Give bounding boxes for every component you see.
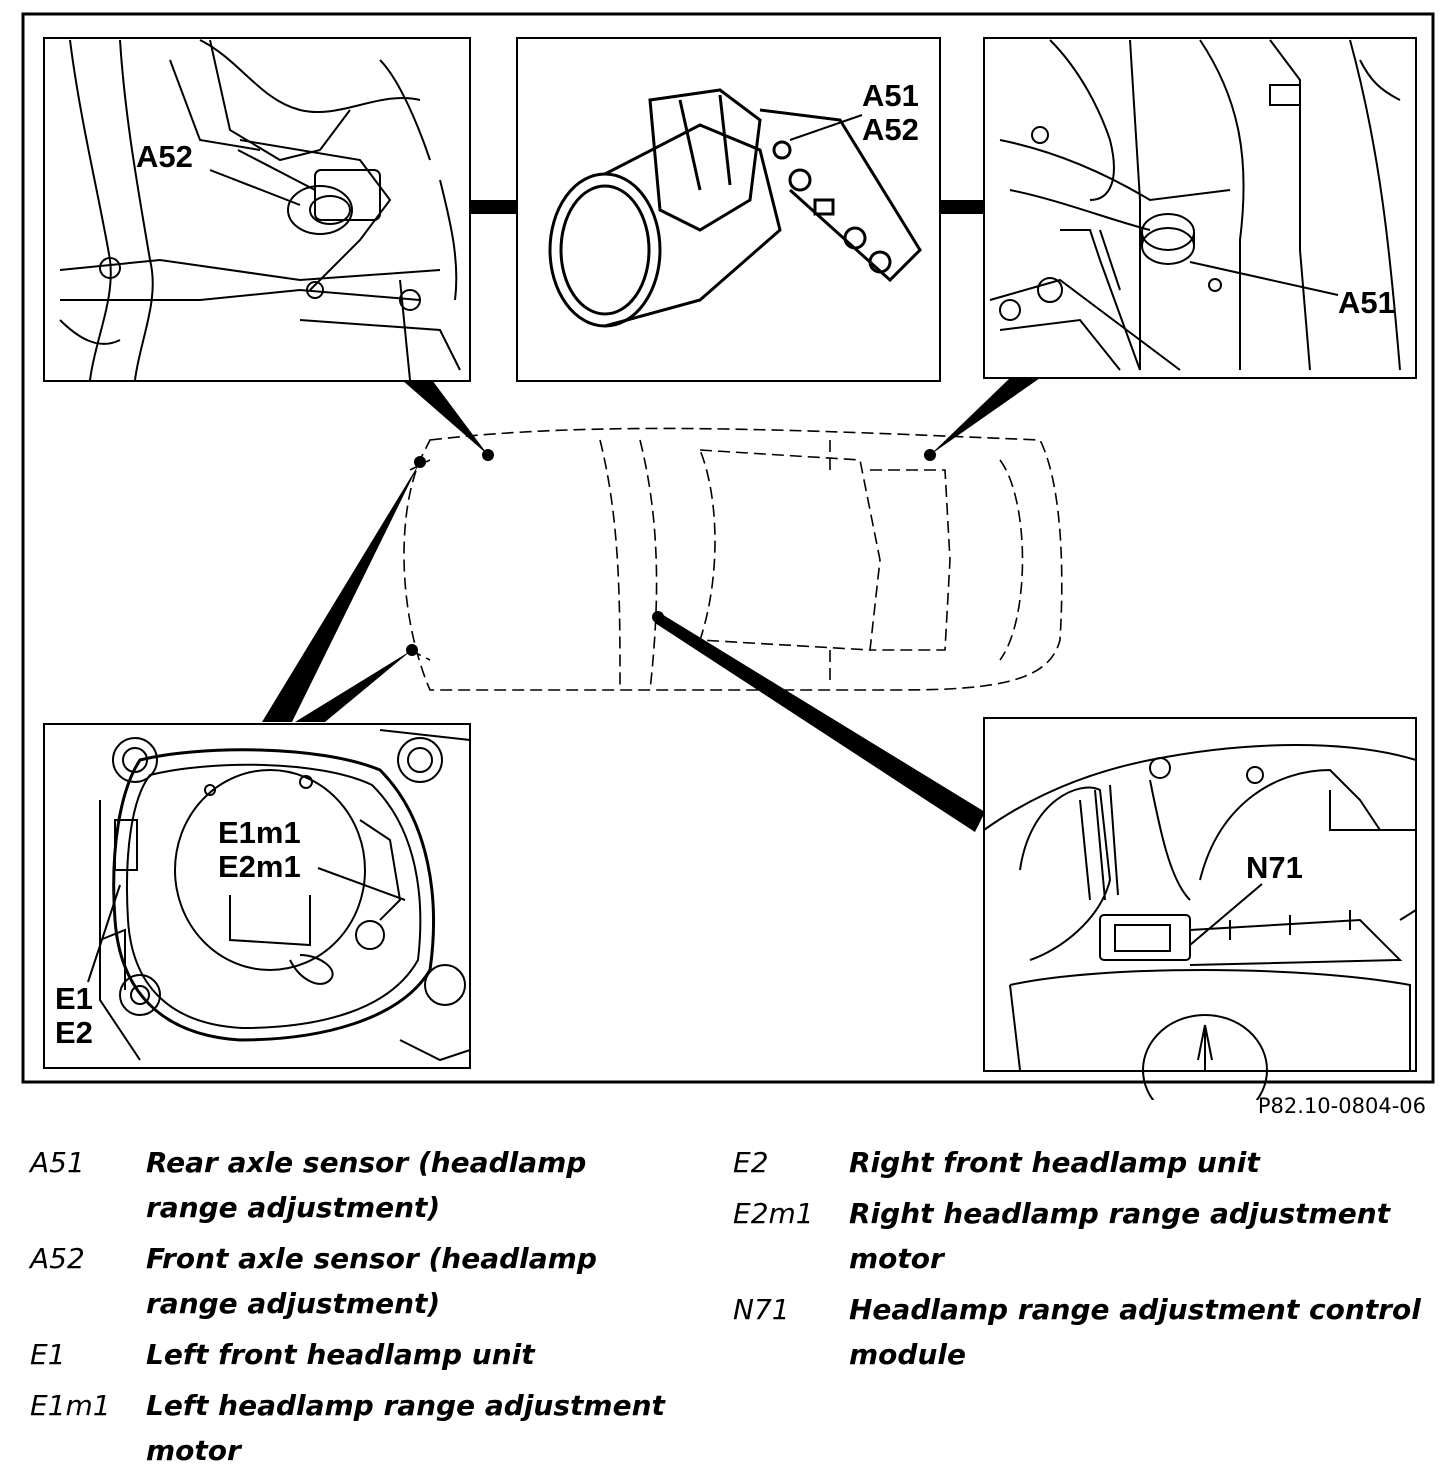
sensor-icon bbox=[548, 88, 922, 328]
leader-rear-axle bbox=[930, 378, 1040, 455]
legend-item: E1 Left front headlamp unit bbox=[30, 1332, 680, 1377]
panel-label-e2m1: E2m1 bbox=[218, 849, 301, 884]
marker-rear-axle bbox=[924, 449, 936, 461]
legend-code: E2 bbox=[733, 1146, 769, 1179]
panel-control-module: N71 bbox=[983, 717, 1417, 1100]
legend-description: Rear axle sensor (headlamp range adjustm… bbox=[146, 1146, 587, 1224]
legend-code: A52 bbox=[30, 1242, 85, 1275]
legend-code: E1m1 bbox=[30, 1389, 111, 1422]
panel-label-e2: E2 bbox=[55, 1015, 93, 1050]
legend-description: Right headlamp range adjustment motor bbox=[849, 1197, 1391, 1275]
panel-label-a51: A51 bbox=[862, 78, 919, 113]
car-outline-icon bbox=[403, 427, 1063, 691]
legend-item: N71 Headlamp range adjustment control mo… bbox=[733, 1287, 1433, 1377]
connector-bar-left bbox=[468, 200, 518, 214]
legend-code: E1 bbox=[30, 1338, 66, 1371]
leader-control-module bbox=[655, 613, 985, 832]
marker-front-axle bbox=[482, 449, 494, 461]
legend-description: Front axle sensor (headlamp range adjust… bbox=[146, 1242, 597, 1320]
headlamp-icon bbox=[99, 729, 471, 1062]
outer-frame bbox=[21, 12, 1435, 1084]
legend-right-column: E2 Right front headlamp unit E2m1 Right … bbox=[733, 1140, 1433, 1383]
panel-label-n71: N71 bbox=[1246, 850, 1303, 885]
legend-item: E2m1 Right headlamp range adjustment mot… bbox=[733, 1191, 1433, 1281]
panel-label-e1: E1 bbox=[55, 981, 93, 1016]
leader-left-headlamp-2 bbox=[295, 650, 412, 722]
marker-control-module bbox=[652, 611, 664, 623]
panel-label-a51: A51 bbox=[1338, 285, 1395, 320]
legend-item: E2 Right front headlamp unit bbox=[733, 1140, 1433, 1185]
legend-left-column: A51 Rear axle sensor (headlamp range adj… bbox=[30, 1140, 680, 1479]
legend-code: N71 bbox=[733, 1293, 790, 1326]
panel-sensor-detail: A51 A52 bbox=[516, 37, 941, 382]
panel-headlamp: E1m1 E2m1 E1 E2 bbox=[43, 723, 471, 1069]
leader-left-headlamp bbox=[262, 462, 420, 722]
mercedes-star-icon bbox=[1142, 1014, 1268, 1100]
legend-code: A51 bbox=[30, 1146, 85, 1179]
panel-label-a52: A52 bbox=[862, 112, 919, 147]
legend-description: Headlamp range adjustment control module bbox=[849, 1293, 1421, 1371]
legend-item: A52 Front axle sensor (headlamp range ad… bbox=[30, 1236, 680, 1326]
panel-rear-axle-sensor: A51 bbox=[983, 37, 1417, 379]
legend-item: E1m1 Left headlamp range adjustment moto… bbox=[30, 1383, 680, 1473]
marker-right-headlamp bbox=[406, 644, 418, 656]
panel-front-axle-sensor: A52 bbox=[43, 37, 471, 382]
legend-description: Left front headlamp unit bbox=[146, 1338, 535, 1371]
legend-description: Right front headlamp unit bbox=[849, 1146, 1260, 1179]
legend-description: Left headlamp range adjustment motor bbox=[146, 1389, 665, 1467]
legend-item: A51 Rear axle sensor (headlamp range adj… bbox=[30, 1140, 680, 1230]
panel-label-e1m1: E1m1 bbox=[218, 815, 301, 850]
component-location-diagram: A52 A51 A52 bbox=[21, 12, 1435, 1100]
legend-code: E2m1 bbox=[733, 1197, 814, 1230]
marker-left-headlamp bbox=[414, 456, 426, 468]
figure-code: P82.10-0804-06 bbox=[1257, 1094, 1426, 1118]
panel-label-a52: A52 bbox=[136, 139, 193, 174]
leader-front-axle bbox=[402, 380, 488, 455]
connector-bar-right bbox=[938, 200, 986, 214]
